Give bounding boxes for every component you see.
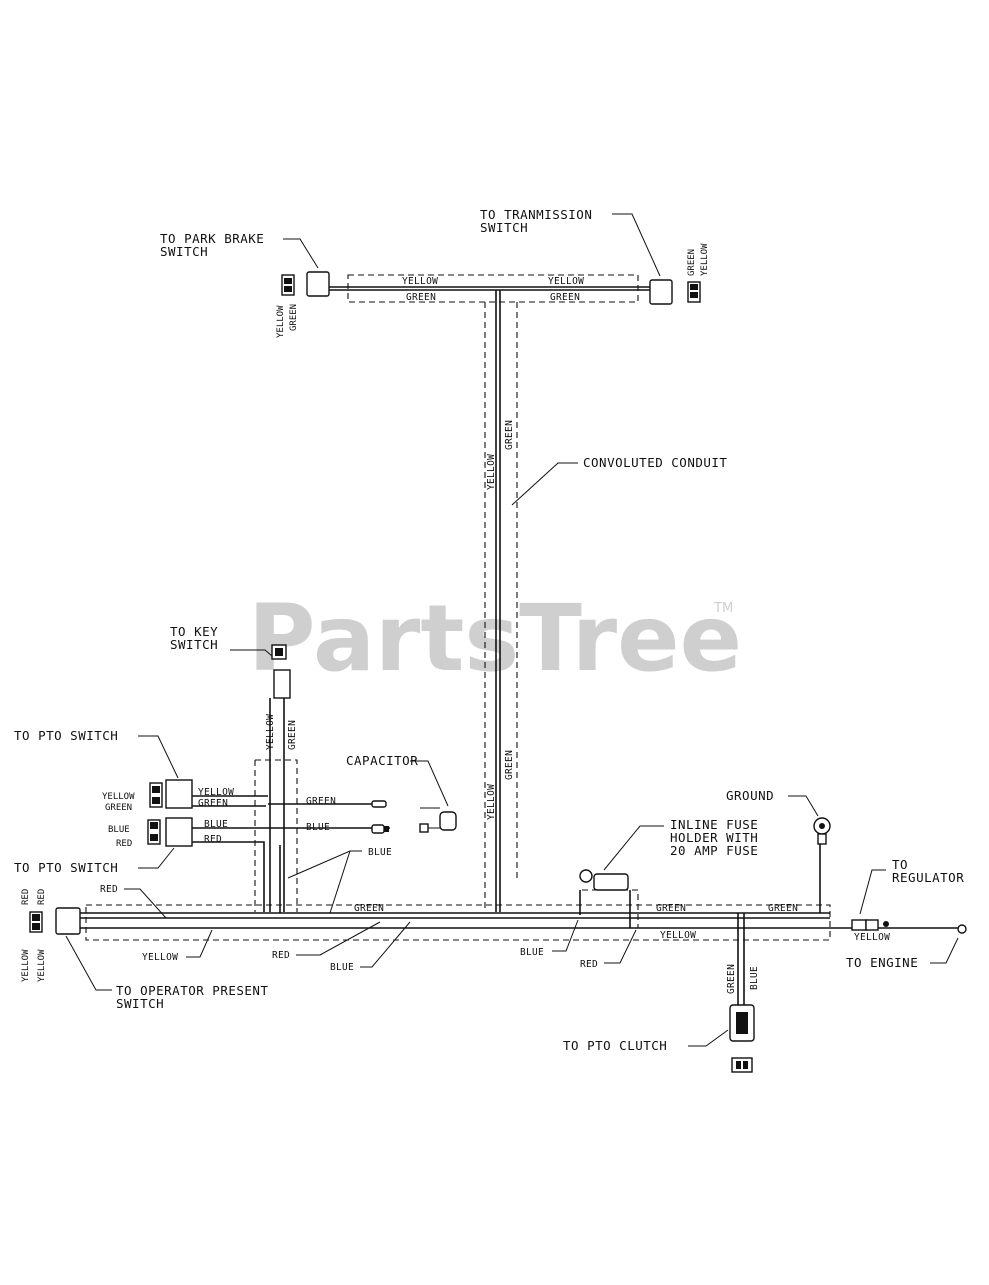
label-transmission-2: SWITCH — [480, 220, 528, 235]
wire-label-red-pto-bottom: RED — [204, 834, 222, 845]
label-regulator-2: REGULATOR — [892, 870, 964, 885]
label-operator-2: SWITCH — [116, 996, 164, 1011]
operator-pin-red-1: RED — [21, 889, 31, 905]
park-brake-connector: YELLOW GREEN — [276, 271, 330, 338]
wire-label-green-main-2: GREEN — [656, 903, 686, 914]
operator-pin-yellow-2: YELLOW — [37, 949, 47, 982]
wire-label-green-top-right: GREEN — [550, 292, 580, 303]
label-park-brake-1: TO PARK BRAKE — [160, 231, 264, 246]
watermark-tm: TM — [713, 601, 733, 616]
wire-label-blue-center: BLUE — [330, 962, 354, 973]
wire-label-green-main-3: GREEN — [768, 903, 798, 914]
watermark-brand: PartsTree — [248, 585, 742, 692]
top-harness: YELLOW YELLOW GREEN GREEN YELLOW GREEN Y… — [325, 274, 650, 912]
label-fuse-3: 20 AMP FUSE — [670, 843, 758, 858]
operator-present-connector: RED RED YELLOW YELLOW — [21, 889, 81, 982]
label-ground: GROUND — [726, 788, 774, 803]
transmission-connector: GREEN YELLOW — [649, 243, 710, 305]
wire-label-blue-fuse: BLUE — [520, 947, 544, 958]
wire-label-green-key: GREEN — [287, 720, 298, 750]
wire-label-blue-pto-bottom: BLUE — [204, 819, 228, 830]
wire-label-red-center: RED — [272, 950, 290, 961]
label-engine: TO ENGINE — [846, 955, 918, 970]
wire-label-blue-capacitor: BLUE — [306, 822, 330, 833]
label-key-switch-2: SWITCH — [170, 637, 218, 652]
label-pto-switch-top: TO PTO SWITCH — [14, 728, 118, 743]
wire-label-yellow-vertical-2: YELLOW — [486, 784, 497, 820]
capacitor: GREEN BLUE — [268, 796, 457, 834]
wire-label-yellow-regulator: YELLOW — [854, 932, 890, 943]
wire-label-green-main-1: GREEN — [354, 903, 384, 914]
inline-fuse-holder: BLUE RED — [520, 869, 639, 970]
regulator-connector: YELLOW — [851, 919, 890, 943]
wire-label-yellow-vertical-1: YELLOW — [486, 454, 497, 490]
engine-terminal — [957, 924, 967, 934]
operator-pin-red-2: RED — [37, 889, 47, 905]
label-transmission-1: TO TRANMISSION — [480, 207, 592, 222]
wire-label-green-capacitor: GREEN — [306, 796, 336, 807]
wire-label-yellow-key: YELLOW — [265, 714, 276, 750]
transmission-pin-yellow: YELLOW — [700, 243, 710, 276]
wire-label-green-top-left: GREEN — [406, 292, 436, 303]
key-switch-connector: YELLOW GREEN — [254, 644, 298, 912]
transmission-pin-green: GREEN — [687, 249, 697, 276]
wire-label-red-fuse: RED — [580, 959, 598, 970]
wire-label-green-vertical-2: GREEN — [504, 750, 515, 780]
wire-label-yellow-main: YELLOW — [660, 930, 696, 941]
label-pto-switch-bottom: TO PTO SWITCH — [14, 860, 118, 875]
label-pto-clutch: TO PTO CLUTCH — [563, 1038, 667, 1053]
pto-switch-top-connector: YELLOW GREEN YELLOW GREEN — [102, 779, 268, 813]
wire-label-blue-clutch: BLUE — [749, 966, 760, 990]
operator-pin-yellow-1: YELLOW — [21, 949, 31, 982]
label-key-switch-1: TO KEY — [170, 624, 218, 639]
label-convoluted-conduit: CONVOLUTED CONDUIT — [583, 455, 727, 470]
label-capacitor: CAPACITOR — [346, 753, 418, 768]
wire-label-yellow-left: YELLOW — [142, 952, 178, 963]
wire-label-green-vertical-1: GREEN — [504, 420, 515, 450]
park-brake-pin-green: GREEN — [289, 304, 299, 331]
park-brake-pin-yellow: YELLOW — [276, 305, 286, 338]
wire-label-yellow-top-right: YELLOW — [548, 276, 584, 287]
pto-bottom-pin-red: RED — [116, 839, 132, 849]
wire-label-yellow-top-left: YELLOW — [402, 276, 438, 287]
pto-clutch-connector: GREEN BLUE — [726, 913, 760, 1073]
label-fuse-2: HOLDER WITH — [670, 830, 758, 845]
ground-terminal — [813, 817, 831, 845]
label-regulator-1: TO — [892, 857, 908, 872]
pto-switch-bottom-connector: BLUE RED BLUE RED — [108, 817, 390, 912]
wire-label-blue-upper: BLUE — [368, 847, 392, 858]
main-harness: GREEN GREEN GREEN YELLOW RED YELLOW RED … — [80, 840, 960, 973]
wire-label-red-left: RED — [100, 884, 118, 895]
pto-top-pin-green: GREEN — [105, 803, 132, 813]
label-operator-1: TO OPERATOR PRESENT — [116, 983, 269, 998]
label-fuse-1: INLINE FUSE — [670, 817, 758, 832]
pto-top-pin-yellow: YELLOW — [102, 792, 135, 802]
pto-bottom-pin-blue: BLUE — [108, 825, 130, 835]
wire-label-green-clutch: GREEN — [726, 964, 737, 994]
wire-label-yellow-pto-top: YELLOW — [198, 787, 234, 798]
wire-label-green-pto-top: GREEN — [198, 798, 228, 809]
label-park-brake-2: SWITCH — [160, 244, 208, 259]
